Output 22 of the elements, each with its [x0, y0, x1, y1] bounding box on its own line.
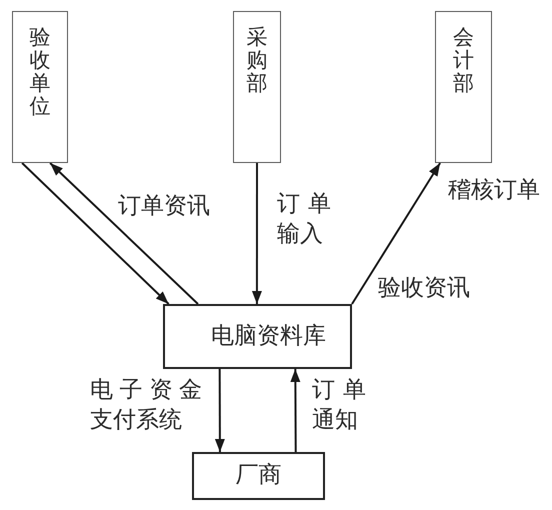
arrow — [351, 162, 441, 305]
node-label: 会计部 — [453, 26, 474, 96]
process-box — [12, 11, 68, 163]
edge-label: 电子资金支付系统 — [90, 376, 202, 435]
process-box — [163, 304, 352, 369]
arrow — [252, 163, 262, 304]
node-label: 电脑资料库 — [211, 322, 326, 350]
process-box — [233, 11, 281, 163]
node-label: 厂商 — [236, 462, 282, 490]
edge-label: 订单输入 — [277, 190, 331, 249]
edge-label: 验收资讯 — [378, 274, 471, 303]
edge-label: 订单通知 — [312, 376, 366, 435]
arrow — [214, 369, 225, 452]
arrow — [290, 369, 300, 452]
edge-label: 订单资讯 — [118, 192, 211, 221]
node-label: 验收单位 — [30, 26, 50, 118]
arrow — [21, 162, 170, 305]
process-box — [192, 452, 325, 500]
process-box — [435, 11, 492, 163]
note-label: 稽核订单 — [448, 176, 540, 205]
arrow — [49, 162, 199, 305]
node-label: 采购部 — [246, 26, 268, 96]
